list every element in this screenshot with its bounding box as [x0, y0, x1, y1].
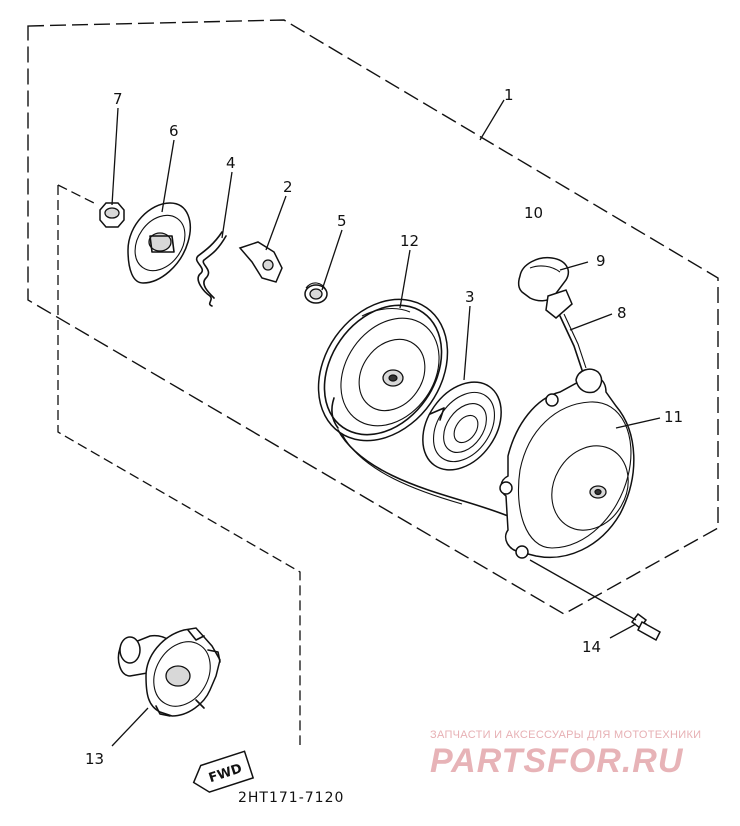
- callout-8: 8: [617, 304, 627, 322]
- callout-13: 13: [85, 750, 104, 768]
- part-bolt[interactable]: [630, 612, 661, 642]
- part-nut[interactable]: [99, 202, 125, 228]
- callout-11: 11: [664, 408, 683, 426]
- leader-lines: [111, 99, 661, 747]
- part-drive-plate[interactable]: [125, 202, 195, 284]
- starter-rope-inner: [341, 433, 463, 505]
- part-rope-guide-2: [563, 313, 587, 369]
- watermark-tagline: ЗАПЧАСТИ И АКСЕССУАРЫ ДЛЯ МОТОТЕХНИКИ: [430, 729, 701, 741]
- callout-1: 1: [504, 86, 514, 104]
- part-starter-case[interactable]: [499, 368, 643, 559]
- callout-10: 10: [524, 204, 543, 222]
- callout-7: 7: [113, 90, 123, 108]
- callout-3: 3: [465, 288, 475, 306]
- callout-6: 6: [169, 122, 179, 140]
- starter-rope: [337, 429, 509, 517]
- part-drive-cup[interactable]: [117, 627, 221, 717]
- part-pawl[interactable]: [238, 241, 283, 283]
- part-rope-guide[interactable]: [559, 315, 583, 371]
- callout-9: 9: [596, 252, 606, 270]
- sub-assembly-boundary-top: [57, 184, 97, 205]
- sub-assembly-boundary: [57, 185, 301, 745]
- part-recoil-spring[interactable]: [407, 367, 518, 485]
- callout-12: 12: [400, 232, 419, 250]
- callout-5: 5: [337, 212, 347, 230]
- assembly-boundary: [27, 19, 719, 615]
- part-handle-insert[interactable]: [545, 289, 573, 319]
- part-wire-spring[interactable]: [195, 231, 227, 307]
- callout-4: 4: [226, 154, 236, 172]
- part-rope-reel[interactable]: [292, 274, 474, 465]
- callout-14: 14: [582, 638, 601, 656]
- watermark-brand: PARTSFOR.RU: [430, 742, 684, 780]
- fwd-arrow: FWD: [192, 750, 255, 793]
- callout-2: 2: [283, 178, 293, 196]
- part-number: 2HT171-7120: [238, 790, 344, 806]
